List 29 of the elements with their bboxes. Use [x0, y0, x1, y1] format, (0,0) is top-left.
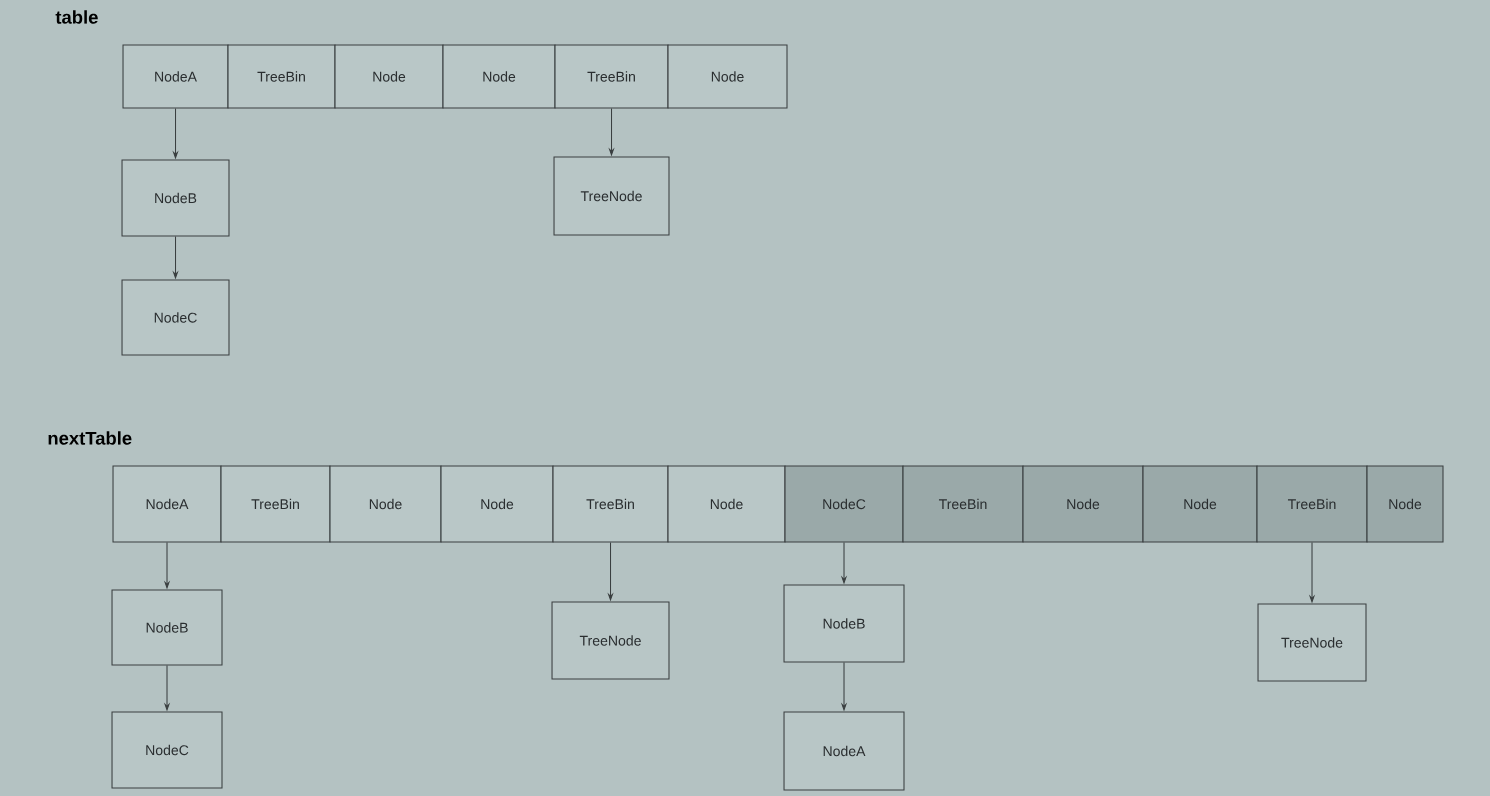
array-cell: Node: [1022, 465, 1144, 543]
node-box: NodeC: [111, 711, 223, 789]
array-cell: TreeBin: [552, 465, 669, 543]
node-box: TreeNode: [553, 156, 670, 236]
array-cell: TreeBin: [220, 465, 331, 543]
array-cell: TreeBin: [227, 44, 336, 109]
node-box: TreeNode: [551, 601, 670, 680]
array-cell: Node: [1142, 465, 1258, 543]
node-box: TreeNode: [1257, 603, 1367, 682]
array-cell: NodeA: [112, 465, 222, 543]
node-box: NodeB: [111, 589, 223, 666]
array-cell: NodeA: [122, 44, 229, 109]
array-cell: Node: [667, 44, 788, 109]
array-cell: Node: [329, 465, 442, 543]
array-cell: TreeBin: [554, 44, 669, 109]
array-cell: Node: [440, 465, 554, 543]
array-cell: Node: [442, 44, 556, 109]
node-box: NodeB: [121, 159, 230, 237]
array-cell: TreeBin: [902, 465, 1024, 543]
node-box: NodeB: [783, 584, 905, 663]
heading: nextTable: [48, 431, 132, 445]
node-box: NodeC: [121, 279, 230, 356]
array-cell: Node: [667, 465, 786, 543]
node-box: NodeA: [783, 711, 905, 791]
array-cell: Node: [1366, 465, 1444, 543]
heading: table: [55, 10, 98, 24]
array-cell: NodeC: [784, 465, 904, 543]
array-cell: Node: [334, 44, 444, 109]
array-cell: TreeBin: [1256, 465, 1368, 543]
